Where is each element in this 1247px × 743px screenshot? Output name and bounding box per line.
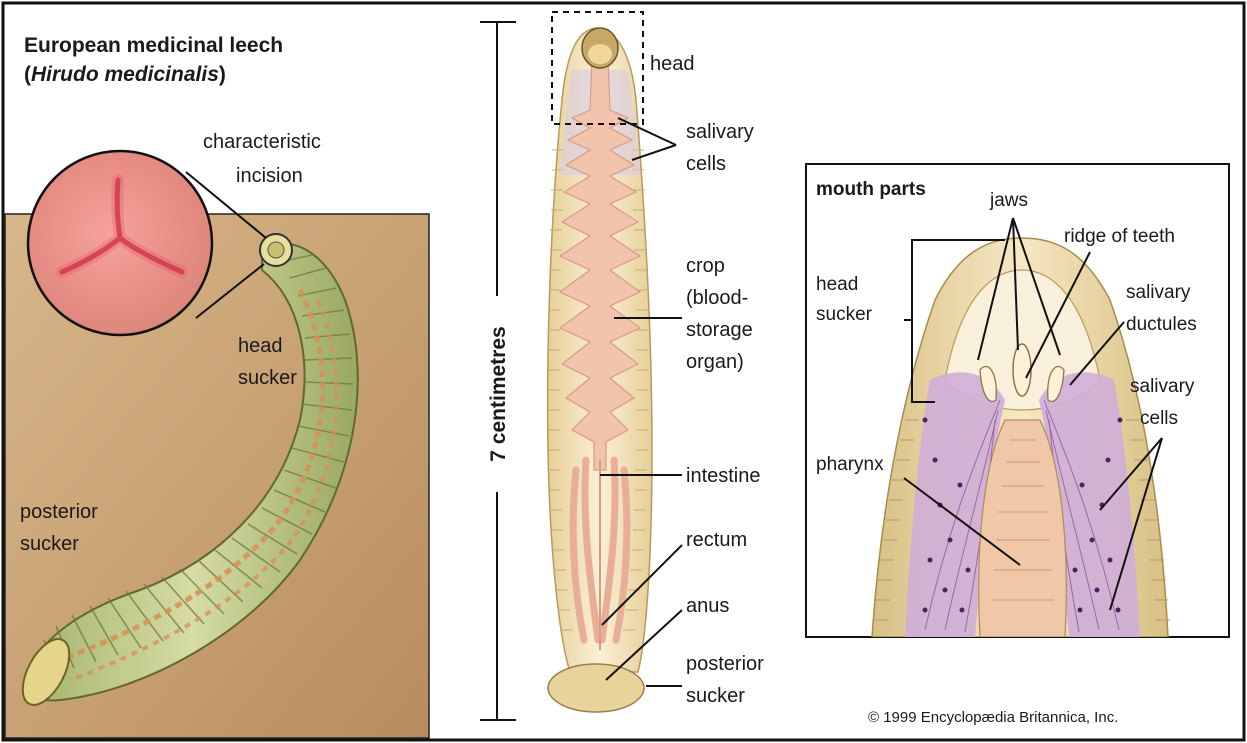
label-crop: crop — [686, 255, 725, 277]
label-head: head — [238, 335, 283, 357]
label-intestine: intestine — [686, 465, 761, 487]
head-sucker-center — [268, 242, 284, 258]
label-cells-center: cells — [686, 153, 726, 175]
title-line2: (Hirudo medicinalis) — [24, 63, 226, 86]
label-salivary-ductules-2: ductules — [1126, 314, 1197, 335]
label-ridge-of-teeth: ridge of teeth — [1064, 226, 1175, 247]
label-jaws: jaws — [989, 190, 1028, 211]
label-sucker-mouth: sucker — [816, 304, 873, 325]
center-panel: 7 centimetres — [480, 12, 764, 720]
left-panel: European medicinal leech (Hirudo medicin… — [5, 34, 429, 738]
center-posterior-sucker — [548, 664, 644, 712]
label-salivary-ductules-1: salivary — [1126, 282, 1191, 303]
label-incision: incision — [236, 165, 303, 187]
scale-label: 7 centimetres — [487, 326, 510, 461]
label-rectum: rectum — [686, 529, 747, 551]
label-salivary-cells-mouth-1: salivary — [1130, 376, 1195, 397]
label-anus: anus — [686, 595, 729, 617]
copyright-notice: © 1999 Encyclopædia Britannica, Inc. — [868, 709, 1118, 726]
label-head-mouth: head — [816, 274, 858, 295]
label-posterior-sucker: sucker — [20, 533, 79, 555]
label-posterior-sucker-center: sucker — [686, 685, 745, 707]
label-posterior-center: posterior — [686, 653, 764, 675]
label-pharynx: pharynx — [816, 454, 884, 475]
label-posterior: posterior — [20, 501, 98, 523]
label-sucker: sucker — [238, 367, 297, 389]
title-line1: European medicinal leech — [24, 34, 283, 57]
label-salivary-cells-mouth-2: cells — [1140, 408, 1178, 429]
center-head-inner — [588, 44, 612, 64]
label-salivary-center: salivary — [686, 121, 754, 143]
label-storage: storage — [686, 319, 753, 341]
label-characteristic: characteristic — [203, 131, 321, 153]
label-organ: organ) — [686, 351, 744, 373]
mouth-parts-title: mouth parts — [816, 179, 926, 200]
jaw-center — [1013, 344, 1031, 396]
label-head-center: head — [650, 53, 695, 75]
mouth-parts-panel: mouth parts jaws ridge of teeth head suc… — [806, 164, 1229, 637]
label-blood: (blood- — [686, 287, 748, 309]
